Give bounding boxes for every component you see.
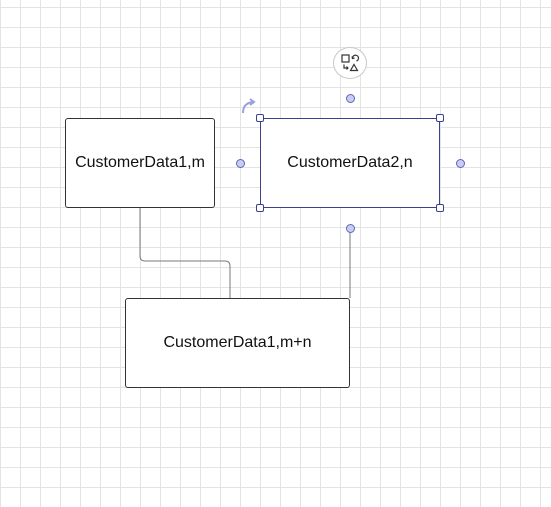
shape-label: CustomerData1,m+n bbox=[163, 334, 312, 351]
swap-shape-button[interactable] bbox=[333, 47, 367, 79]
rotate-icon[interactable] bbox=[240, 98, 260, 116]
connection-point-bottom[interactable] bbox=[345, 223, 355, 233]
resize-handle-bottom-right[interactable] bbox=[436, 204, 444, 212]
resize-handle-bottom-left[interactable] bbox=[256, 204, 264, 212]
connection-point-right[interactable] bbox=[455, 158, 465, 168]
shape-customerdata1-m[interactable]: CustomerData1,m bbox=[65, 118, 215, 208]
shape-label: CustomerData1,m bbox=[75, 154, 205, 171]
resize-handle-top-left[interactable] bbox=[256, 114, 264, 122]
connection-point-top[interactable] bbox=[345, 93, 355, 103]
shape-label: CustomerData2,n bbox=[287, 154, 413, 171]
connection-point-left[interactable] bbox=[235, 158, 245, 168]
connector-n1-n3[interactable] bbox=[139, 208, 231, 298]
swap-shape-icon bbox=[341, 54, 360, 72]
resize-handle-top-right[interactable] bbox=[436, 114, 444, 122]
shape-customerdata2-n[interactable]: CustomerData2,n bbox=[260, 118, 440, 208]
shape-customerdata1-m-plus-n[interactable]: CustomerData1,m+n bbox=[125, 298, 350, 388]
